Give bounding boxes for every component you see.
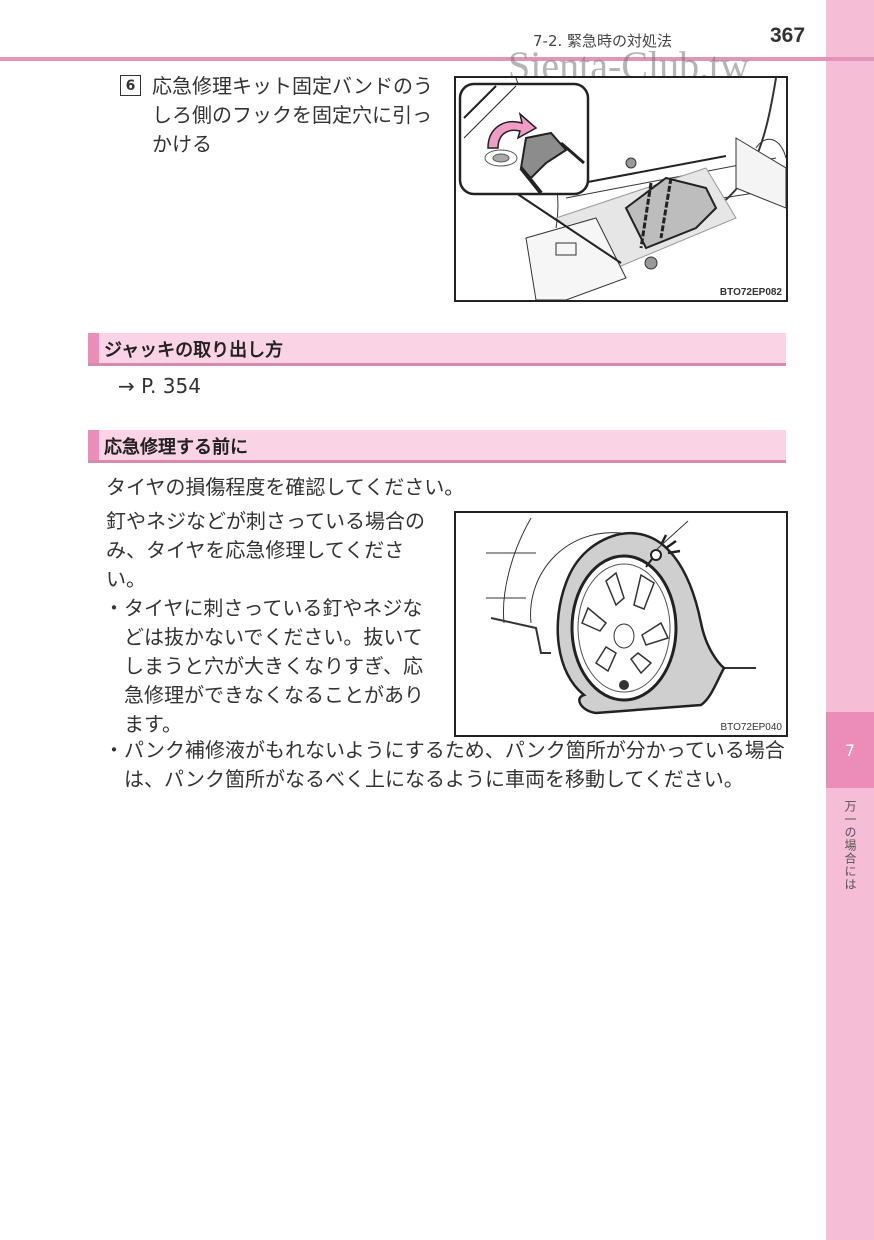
running-head: 7-2. 緊急時の対処法 bbox=[533, 32, 673, 50]
intro-text: タイヤの損傷程度を確認してください。 bbox=[106, 475, 465, 499]
bullet-text: タイヤに刺さっている釘やネジなどは抜かないでください。抜いてしまうと穴が大きくな… bbox=[124, 596, 424, 736]
figure-flat-tire: BTO72EP040 bbox=[454, 511, 788, 737]
figure-caption: BTO72EP040 bbox=[720, 722, 782, 733]
figure-kit-band-hook: BTO72EP082 bbox=[454, 76, 788, 302]
section-header-jack: ジャッキの取り出し方 bbox=[88, 333, 786, 366]
chapter-tab[interactable]: 7 bbox=[826, 712, 874, 788]
header-rule bbox=[0, 57, 874, 61]
page-number: 367 bbox=[770, 24, 806, 47]
bullet-mark: ・ bbox=[104, 596, 124, 620]
chapter-side-strip bbox=[826, 0, 874, 1240]
flat-tire-illustration bbox=[486, 517, 756, 715]
step-6: 6 応急修理キット固定バンドのうしろ側のフックを固定穴に引っかける bbox=[120, 72, 440, 159]
condition-text: 釘やネジなどが刺さっている場合のみ、タイヤを応急修理してください。 bbox=[106, 509, 425, 591]
kit-band-illustration bbox=[458, 78, 786, 300]
bullet-item: ・ パンク補修液がもれないようにするため、パンク箇所が分かっている場合は、パンク… bbox=[100, 736, 810, 794]
bullet-text: パンク補修液がもれないようにするため、パンク箇所が分かっている場合は、パンク箇所… bbox=[124, 738, 785, 791]
chapter-number: 7 bbox=[844, 740, 856, 760]
figure-caption: BTO72EP082 bbox=[719, 287, 782, 298]
section-title: 応急修理する前に bbox=[104, 437, 248, 458]
bullet-item: ・ タイヤに刺さっている釘やネジなどは抜かないでください。抜いてしまうと穴が大き… bbox=[100, 594, 442, 739]
section-header-before-repair: 応急修理する前に bbox=[88, 430, 786, 463]
step-number-badge: 6 bbox=[120, 75, 141, 96]
chapter-title-vertical: 万一の場合には bbox=[843, 800, 857, 891]
page-reference-link[interactable]: → P. 354 bbox=[118, 374, 201, 398]
section-title: ジャッキの取り出し方 bbox=[104, 340, 284, 361]
step-text: 応急修理キット固定バンドのうしろ側のフックを固定穴に引っかける bbox=[152, 74, 433, 156]
bullet-mark: ・ bbox=[104, 738, 124, 762]
